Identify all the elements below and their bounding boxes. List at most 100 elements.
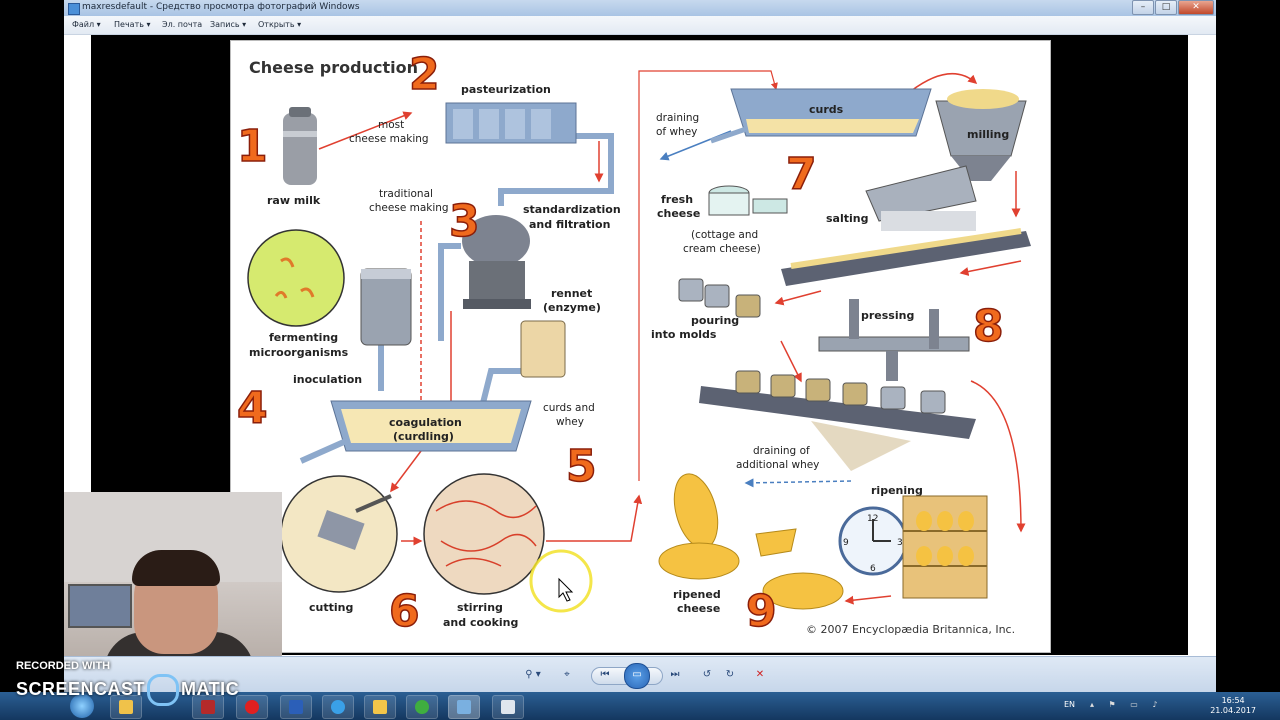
close-button[interactable]: ✕ [1178, 0, 1214, 15]
webcam-overlay [64, 492, 282, 656]
label-into-molds: into molds [651, 328, 717, 341]
app-icon [68, 3, 80, 15]
svg-text:12: 12 [867, 514, 878, 524]
label-microorganisms: microorganisms [249, 346, 349, 359]
label-coagulation: coagulation [389, 416, 462, 429]
step-number-2: 2 [409, 49, 440, 100]
photo-viewer-taskbar-icon[interactable] [448, 695, 480, 719]
step-number-3: 3 [449, 196, 480, 247]
whey-arrow [746, 481, 851, 483]
label-fresh-cheese: cheese [657, 207, 700, 220]
rotate-left-icon[interactable]: ↺ [696, 667, 718, 683]
label-cottage: (cottage and [691, 229, 758, 241]
zoom-icon[interactable]: ⚲ ▾ [516, 667, 550, 683]
salter-icon [866, 166, 976, 231]
menu-email[interactable]: Эл. почта [162, 20, 202, 29]
menu-open[interactable]: Открыть ▾ [258, 20, 301, 29]
cheese-diagram-image: Cheese production [230, 40, 1051, 653]
stirring-magnified [424, 474, 544, 594]
clock-icon: 12 3 6 9 [840, 508, 906, 574]
label-milling: milling [967, 128, 1009, 141]
maximize-button[interactable]: □ [1155, 0, 1177, 15]
mold-icons [679, 279, 760, 317]
rennet-container-icon [521, 321, 565, 377]
menu-bar: Файл ▾ Печать ▾ Эл. почта Запись ▾ Откры… [64, 16, 1216, 35]
next-button[interactable]: ⏭ [664, 667, 686, 683]
system-tray: EN ▴ ⚑ ▭ ♪ 16:54 21.04.2017 [1060, 692, 1280, 720]
watermark-matic: MATIC [181, 679, 239, 699]
chrome-taskbar-icon[interactable] [406, 695, 438, 719]
tray-icons[interactable]: ▴ ⚑ ▭ ♪ [1090, 700, 1163, 709]
label-ripened: ripened [673, 588, 721, 601]
clock[interactable]: 16:54 21.04.2017 [1210, 696, 1256, 716]
label-stirring: stirring [457, 601, 503, 614]
screencast-logo-icon [147, 674, 179, 706]
fresh-cheese-icon [709, 186, 787, 215]
step-number-8: 8 [973, 301, 1004, 352]
culture-tank-icon [361, 269, 411, 345]
step-number-7: 7 [786, 149, 817, 200]
flow-arrow [776, 291, 821, 303]
label-fermenting: fermenting [269, 331, 338, 344]
opera-taskbar-icon[interactable] [236, 695, 268, 719]
window-controls: – □ ✕ [1132, 0, 1214, 15]
pasteurizer-icon [446, 103, 576, 143]
diagram-title: Cheese production [249, 58, 418, 77]
label-draining: draining [656, 112, 699, 124]
step-number-4: 4 [237, 383, 268, 434]
label-ripening: ripening [871, 484, 923, 497]
svg-text:6: 6 [870, 564, 876, 574]
label-whey: whey [556, 416, 584, 428]
label-cream-cheese: cream cheese) [683, 243, 761, 255]
minimize-button[interactable]: – [1132, 0, 1154, 15]
conveyor-belt [781, 231, 1031, 286]
slideshow-button[interactable]: ▭ [624, 663, 650, 689]
label-most: most [378, 119, 404, 131]
fit-window-icon[interactable]: ⌖ [556, 667, 578, 683]
window-title: maxresdefault - Средство просмотра фотог… [82, 2, 360, 12]
clock-date: 21.04.2017 [1210, 706, 1256, 716]
ripening-shelf-icon [903, 496, 987, 598]
label-of-whey: of whey [656, 126, 697, 138]
microorganisms-magnified [248, 230, 344, 326]
label-pouring: pouring [691, 314, 739, 327]
flow-arrow [391, 451, 421, 491]
label-ripened-cheese: cheese [677, 602, 720, 615]
menu-print[interactable]: Печать ▾ [114, 20, 151, 29]
webcam-picture-frame [68, 584, 132, 628]
label-filtration: and filtration [529, 218, 610, 231]
watermark-line1: RECORDED WITH [16, 660, 239, 672]
word-taskbar-icon[interactable] [280, 695, 312, 719]
label-curdling: (curdling) [393, 430, 454, 443]
menu-file[interactable]: Файл ▾ [72, 20, 101, 29]
label-draining-of: draining of [753, 445, 810, 457]
step-number-6: 6 [389, 586, 420, 637]
label-raw-milk: raw milk [267, 194, 321, 207]
rotate-right-icon[interactable]: ↻ [719, 667, 741, 683]
label-curds: curds [809, 103, 844, 116]
previous-button[interactable]: ⏮ [594, 667, 616, 683]
milk-can-icon [283, 107, 317, 185]
delete-icon[interactable]: ✕ [749, 667, 771, 683]
ie-taskbar-icon[interactable] [322, 695, 354, 719]
menu-burn[interactable]: Запись ▾ [210, 20, 246, 29]
label-traditional-cheese: cheese making [369, 202, 449, 214]
snipping-taskbar-icon[interactable] [492, 695, 524, 719]
language-indicator[interactable]: EN [1064, 700, 1075, 709]
svg-text:3: 3 [897, 538, 903, 548]
flow-arrow [961, 261, 1021, 273]
label-rennet: rennet [551, 287, 592, 300]
label-curds-and: curds and [543, 402, 595, 414]
title-bar[interactable]: maxresdefault - Средство просмотра фотог… [64, 0, 1216, 17]
label-pasteurization: pasteurization [461, 83, 551, 96]
label-most-cheese: cheese making [349, 133, 429, 145]
cheese-diagram: Cheese production [231, 41, 1050, 652]
copyright-text: © 2007 Encyclopædia Britannica, Inc. [806, 623, 1015, 636]
label-cutting: cutting [309, 601, 353, 614]
flow-arrow [846, 596, 891, 601]
folder-taskbar-icon[interactable] [364, 695, 396, 719]
flow-arrow [546, 496, 639, 541]
label-enzyme: (enzyme) [543, 301, 601, 314]
step-number-9: 9 [746, 586, 777, 637]
